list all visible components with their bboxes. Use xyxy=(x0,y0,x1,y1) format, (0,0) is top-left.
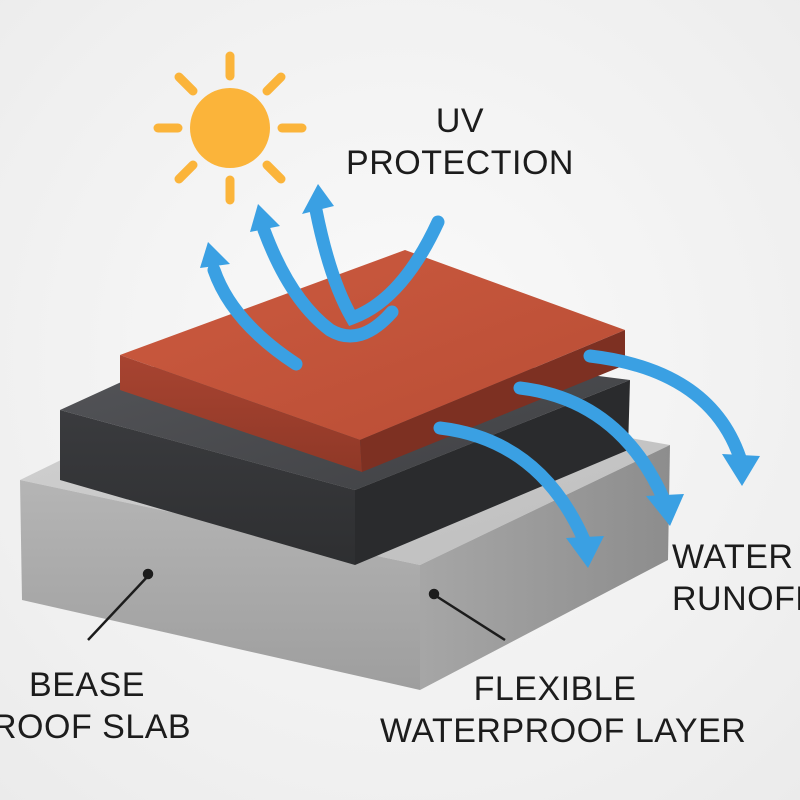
uv-arrowhead-3 xyxy=(302,184,334,214)
water-label-line1: WATER xyxy=(672,538,794,576)
base-slab-side-face xyxy=(420,445,670,690)
base-label-line1: BEASE xyxy=(29,666,145,704)
uv-arrowhead-2 xyxy=(250,204,280,232)
runoff-arrowhead-3 xyxy=(722,454,760,486)
base-slab-front-face xyxy=(20,480,420,690)
runoff-arrowhead-1 xyxy=(566,536,604,568)
uv-arrowhead-1 xyxy=(200,242,230,268)
uv-ray-arrow-1 xyxy=(207,263,303,371)
top-layer-side-face xyxy=(360,330,625,472)
flexible-waterproof-layer-label: FLEXIBLE WATERPROOF LAYER xyxy=(380,668,747,752)
water-runoff-arrows xyxy=(433,349,747,547)
uv-arrowheads xyxy=(200,184,334,268)
leader-lines xyxy=(87,568,506,642)
water-label-line2: RUNOFF xyxy=(672,580,800,618)
water-runoff-label: WATER RUNOFF xyxy=(672,536,800,620)
sun-icon xyxy=(153,51,307,205)
runoff-arrowheads xyxy=(566,454,760,568)
middle-layer-front-face xyxy=(60,410,355,565)
middle-layer-side-face xyxy=(355,380,630,565)
uv-rays-arrows xyxy=(207,203,445,371)
flex-label-line2: WATERPROOF LAYER xyxy=(380,712,747,750)
uv-protective-top-layer xyxy=(120,250,625,472)
flexible-leader-line xyxy=(435,594,506,642)
base-leader-line xyxy=(87,575,149,641)
uv-label-line1: UV xyxy=(435,102,485,140)
runoff-arrow-3 xyxy=(583,349,747,465)
runoff-arrowhead-2 xyxy=(646,494,684,526)
runoff-arrow-1 xyxy=(433,421,591,547)
runoff-arrow-2 xyxy=(513,381,671,507)
flex-label-line1: FLEXIBLE xyxy=(473,670,637,708)
flexible-leader-dot xyxy=(428,588,440,600)
top-layer-top-face xyxy=(120,250,625,440)
uv-ray-arrow-3 xyxy=(309,203,445,326)
uv-protection-label: UV PROTECTION xyxy=(330,100,590,184)
base-label-line2: ROOF SLAB xyxy=(0,708,192,746)
top-layer-front-face xyxy=(120,355,362,472)
uv-label-line2: PROTECTION xyxy=(346,144,574,182)
base-leader-dot xyxy=(142,568,154,580)
base-roof-slab-label: BEASE ROOF SLAB xyxy=(0,664,192,748)
uv-ray-arrow-2 xyxy=(257,223,399,343)
